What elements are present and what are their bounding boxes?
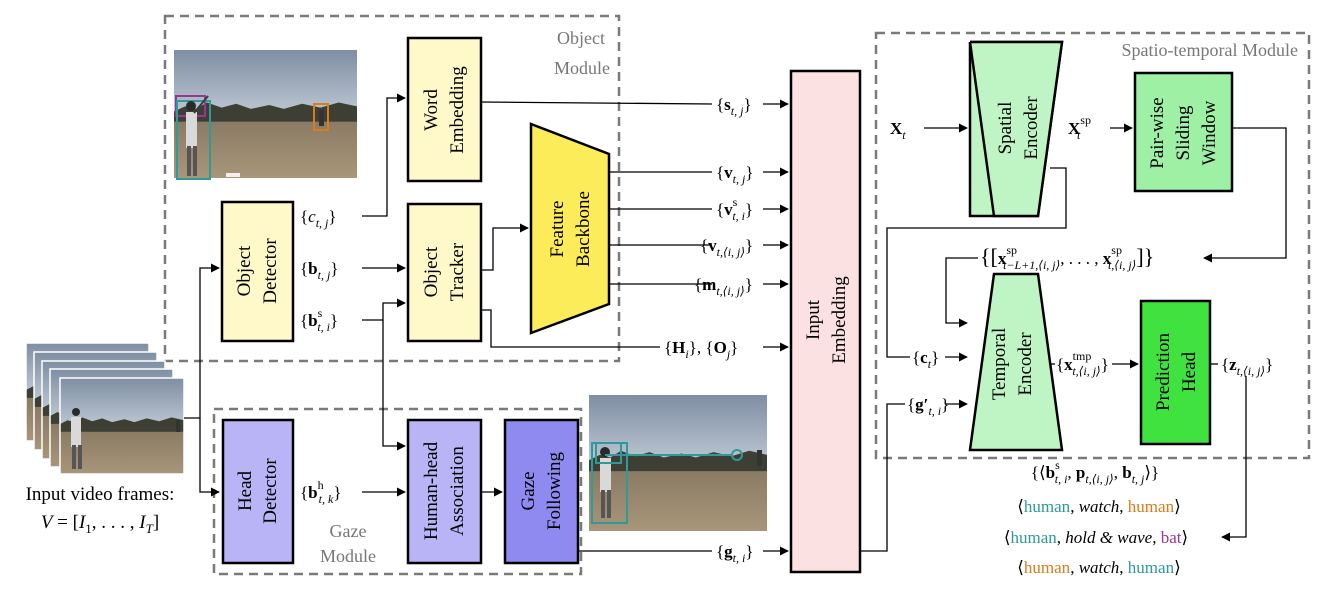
pairwise-sliding-window-block [1133, 71, 1234, 193]
prediction-head-block [1139, 299, 1212, 446]
bbox-person-orange [313, 103, 329, 131]
human-head-association-label-2: Association [447, 446, 468, 536]
var-H-O: {Hi}, {Oj} [664, 338, 738, 361]
head-detector-block [221, 418, 295, 565]
prediction-head-label-2: Head [1179, 351, 1200, 392]
object-tracker-block [406, 202, 483, 343]
object-detector-label-2: Detector [260, 238, 281, 304]
distant-person [319, 110, 324, 126]
object-detector-block [220, 200, 295, 343]
gaze-following-label-2: Following [544, 451, 565, 530]
var-b-tj: {bt, j} [300, 259, 338, 282]
var-v-tij: {vt,⟨i, j⟩} [700, 236, 753, 259]
word-embedding-label: Word [421, 89, 442, 131]
temporal-encoder-block [968, 272, 1064, 452]
var-g-ti: {gt, i} [716, 542, 754, 565]
gaze-module-label: Gaze [330, 521, 367, 541]
object-module-label-2: Module [554, 58, 610, 78]
gaze-target-circle [731, 449, 743, 461]
feature-backbone-label: Feature [547, 201, 568, 258]
input-embedding-label-2: Embedding [829, 276, 850, 364]
feature-backbone-block [529, 122, 611, 335]
human-head-association-label: Human-head [421, 441, 442, 540]
var-c-tj: {ct, j} [300, 207, 337, 230]
gaze-following-block [503, 418, 580, 565]
object-tracker-label-2: Tracker [447, 242, 468, 301]
human-head-association-block [406, 418, 483, 565]
input-embedding-block [789, 69, 862, 574]
temporal-encoder-label: Temporal [989, 328, 1010, 401]
gaze-module-label-2: Module [320, 546, 376, 566]
var-s-tj: {st, j} [716, 95, 752, 118]
head-detector-label-2: Detector [260, 458, 281, 524]
word-embedding-block [406, 36, 483, 183]
connection-lines [184, 93, 1287, 556]
object-detection-frame-image [174, 50, 357, 178]
var-gprime-ti: {g′t, i} [907, 395, 949, 418]
var-X-t: Xt [890, 119, 906, 142]
var-v-tj: {vt, j} [716, 163, 754, 186]
prediction-head-label: Prediction [1153, 332, 1174, 411]
spatial-encoder-label: Spatial [995, 102, 1016, 155]
var-z-tij: {zt,⟨i, j⟩} [1221, 355, 1273, 378]
word-embedding-label-2: Embedding [447, 66, 468, 154]
spatiotemporal-module-container [874, 31, 1311, 460]
home-plate [226, 173, 240, 177]
var-c-t: {ct} [912, 348, 939, 371]
triplet-1: ⟨human, watch, human⟩ [1017, 497, 1180, 516]
input-caption-line1: Input video frames: [26, 484, 175, 505]
batter-figure [186, 95, 209, 176]
object-module-label: Object [557, 28, 605, 48]
gaze-following-label: Gaze [518, 471, 539, 510]
object-detector-label: Object [234, 245, 255, 296]
input-caption-line2: V = [I1, . . . , IT] [41, 512, 159, 536]
var-m-tij: {mt,⟨i, j⟩} [694, 275, 753, 298]
triplet-2: ⟨human, hold & wave, bat⟩ [1004, 528, 1188, 547]
object-module-container [163, 14, 621, 363]
input-frames-stack [25, 342, 185, 475]
feature-backbone-label-2: Backbone [573, 191, 594, 267]
spatiotemporal-module-label: Spatio-temporal Module [1122, 40, 1298, 60]
spatial-encoder-label-2: Encoder [1021, 96, 1042, 160]
gaze-body-box [591, 442, 628, 524]
temporal-encoder-label-2: Encoder [1015, 332, 1036, 396]
pairwise-sliding-window-label: Pair-wise [1147, 97, 1168, 168]
triplet-3: ⟨human, watch, human⟩ [1017, 558, 1180, 577]
input-embedding-label: Input [803, 299, 824, 340]
spatial-encoder-outline [968, 40, 1064, 218]
bbox-batter-teal [176, 100, 211, 180]
object-tracker-label: Object [421, 246, 442, 297]
pairwise-sliding-window-label-2: Sliding [1173, 105, 1194, 160]
pairwise-sliding-window-label-3: Window [1199, 100, 1220, 165]
head-detector-label: Head [235, 470, 256, 511]
